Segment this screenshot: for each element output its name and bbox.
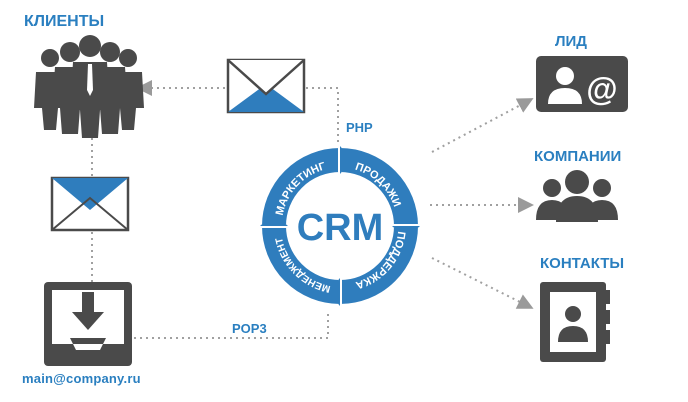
pop3-label: POP3 bbox=[232, 321, 267, 336]
address-book-icon bbox=[540, 282, 610, 362]
lead-label: ЛИД bbox=[555, 33, 587, 50]
php-label: PHP bbox=[346, 120, 373, 135]
people-group-icon bbox=[34, 35, 144, 138]
companies-label: КОМПАНИИ bbox=[534, 148, 622, 165]
svg-text:@: @ bbox=[586, 71, 617, 107]
connector-contacts bbox=[431, 257, 534, 309]
connector-php bbox=[305, 87, 339, 142]
connector-lead bbox=[431, 98, 534, 153]
users-group-icon bbox=[536, 170, 618, 222]
contacts-label: КОНТАКТЫ bbox=[540, 255, 625, 272]
clients-label: КЛИЕНТЫ bbox=[24, 13, 105, 30]
user-at-icon: @ bbox=[536, 56, 628, 112]
connectors bbox=[91, 80, 534, 339]
connector-pop3 bbox=[134, 310, 329, 339]
crm-cycle: ПРОДАЖИ ПОДДЕРЖКА МЕНЕДЖМЕНТ МАРКЕТИНГ C… bbox=[260, 146, 420, 306]
envelope-icon bbox=[50, 176, 130, 232]
email-label: main@company.ru bbox=[22, 371, 141, 386]
envelope-icon bbox=[226, 58, 306, 114]
crm-title: CRM bbox=[297, 207, 384, 249]
inbox-download-icon bbox=[44, 282, 132, 366]
